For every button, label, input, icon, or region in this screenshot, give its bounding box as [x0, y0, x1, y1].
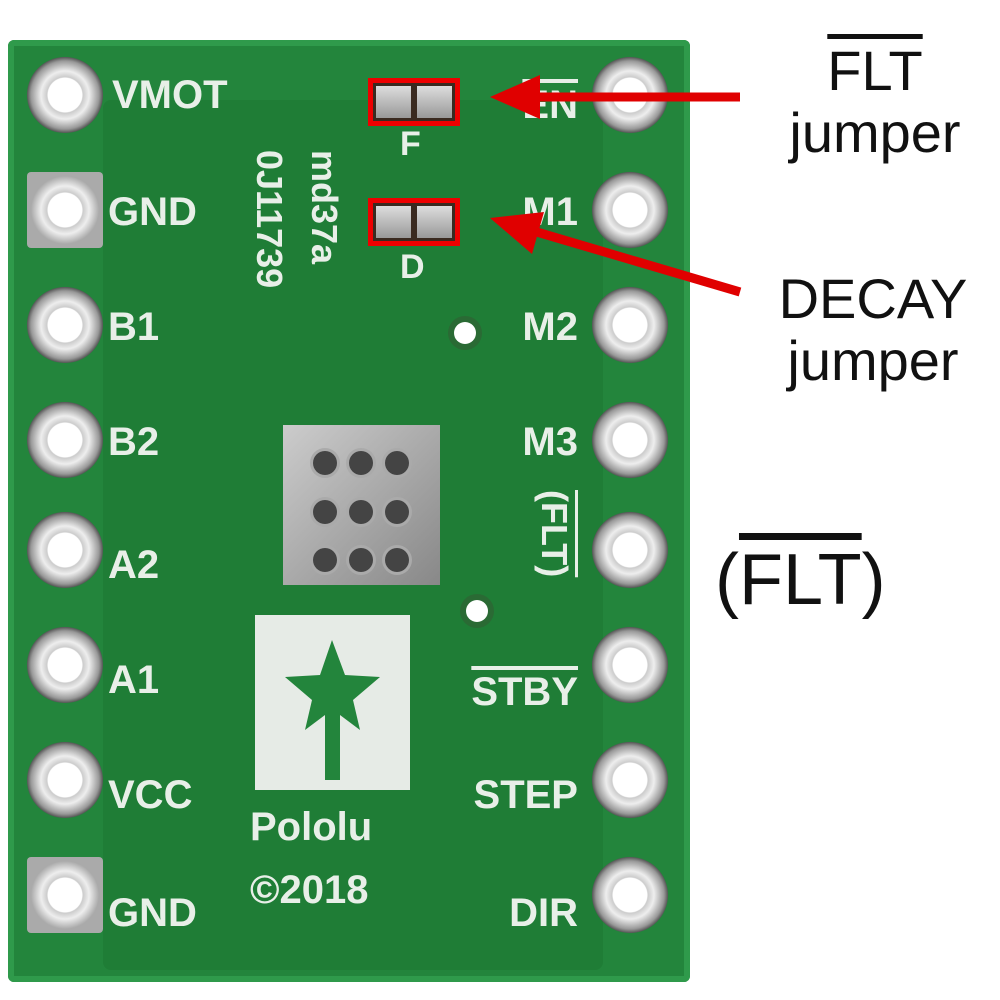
- pin-flt: [592, 512, 668, 588]
- label-a2: A2: [108, 543, 160, 587]
- decay-arrow: [490, 212, 742, 297]
- copyright-text: ©2018: [250, 868, 369, 912]
- label-b1: B1: [108, 305, 160, 349]
- brand-text: Pololu: [250, 805, 373, 849]
- flt-subtitle: jumper: [789, 101, 961, 164]
- flt-title: FLT: [827, 39, 923, 102]
- pin-a2: [27, 512, 103, 588]
- label-vcc: VCC: [108, 773, 193, 817]
- palm-star-icon: [285, 640, 380, 780]
- via: [454, 322, 476, 344]
- decay-jumper-pads: [368, 198, 460, 246]
- label-b2: B2: [108, 420, 160, 464]
- label-a1: A1: [108, 658, 160, 702]
- pololu-logo: [255, 615, 410, 790]
- paren-open: (: [715, 540, 739, 620]
- flt-arrow: [490, 75, 740, 119]
- pin-b1: [27, 287, 103, 363]
- pin-vmot: [27, 57, 103, 133]
- flt-note: FLT: [738, 540, 862, 620]
- pin-m3: [592, 402, 668, 478]
- decay-jumper-silk: D: [400, 248, 425, 286]
- pin-stby: [592, 627, 668, 703]
- label-m3: M3: [522, 420, 578, 464]
- pin-gnd-2: [27, 857, 103, 933]
- pin-b2: [27, 402, 103, 478]
- flt-jumper-silk: F: [400, 125, 421, 163]
- label-stby: STBY: [471, 670, 578, 714]
- decay-subtitle: jumper: [787, 329, 959, 392]
- paren-close: ): [861, 540, 886, 620]
- decay-jumper-annotation: DECAY jumper: [748, 268, 998, 392]
- flt-pin-annotation: (FLT): [715, 540, 886, 620]
- label-gnd: GND: [108, 190, 197, 234]
- pin-m2: [592, 287, 668, 363]
- label-dir: DIR: [509, 891, 578, 935]
- label-step: STEP: [473, 773, 578, 817]
- via: [466, 600, 488, 622]
- label-m2: M2: [522, 305, 578, 349]
- flt-jumper-pads: [368, 78, 460, 126]
- pin-dir: [592, 857, 668, 933]
- pin-a1: [27, 627, 103, 703]
- label-vmot: VMOT: [112, 73, 228, 117]
- chip-thermal-pad: [283, 425, 440, 585]
- label-gnd-2: GND: [108, 891, 197, 935]
- decay-title: DECAY: [778, 267, 968, 330]
- pin-vcc: [27, 742, 103, 818]
- flt-jumper-annotation: FLT jumper: [760, 40, 990, 164]
- pin-m1: [592, 172, 668, 248]
- pin-gnd: [27, 172, 103, 248]
- pin-step: [592, 742, 668, 818]
